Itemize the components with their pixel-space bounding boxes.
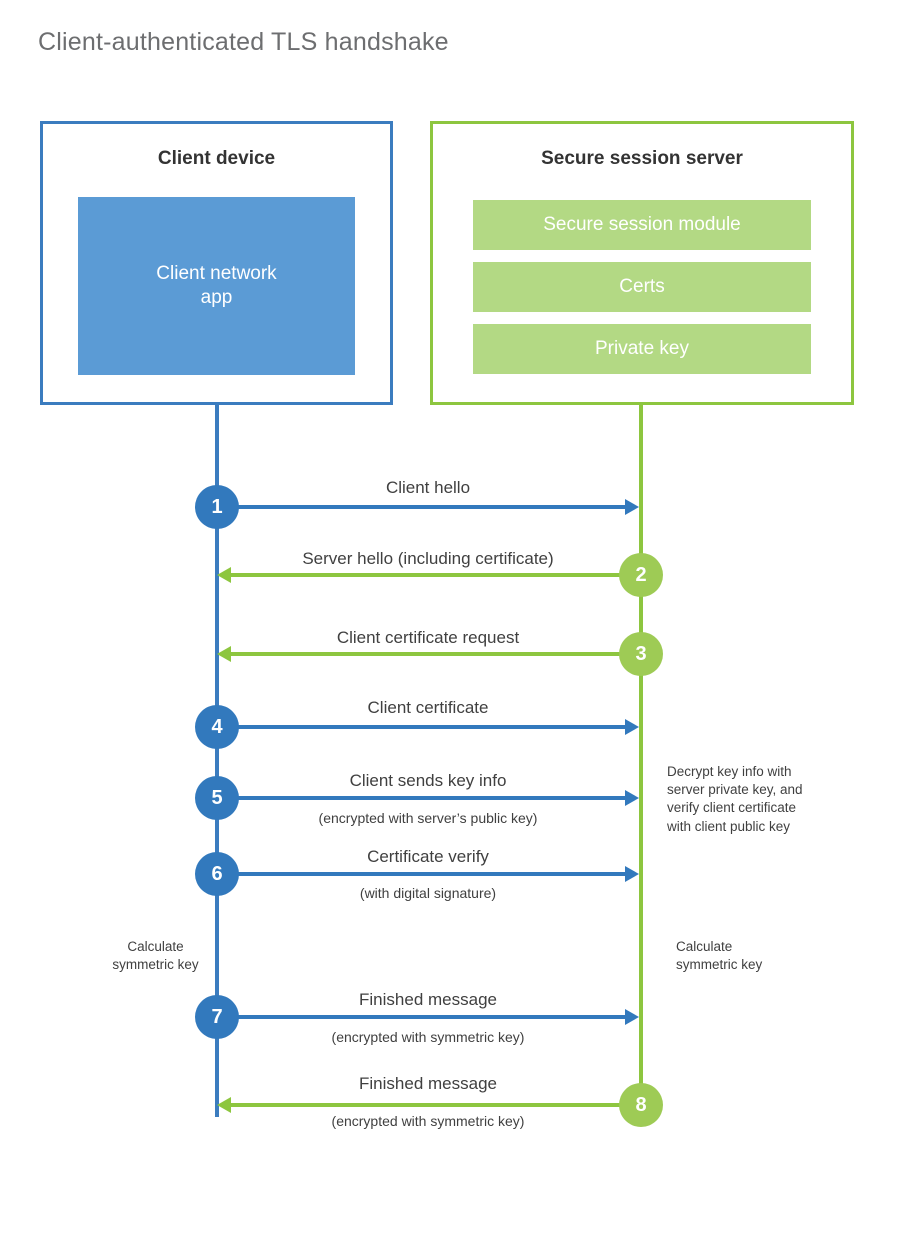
step-8-circle[interactable]: 8 — [619, 1083, 663, 1127]
client-device-box: Client device Client network app — [40, 121, 393, 405]
server-module-private-key: Private key — [473, 324, 811, 374]
step-3-label: Client certificate request — [336, 628, 520, 647]
step-3-arrow — [217, 646, 639, 662]
step-6-arrow — [217, 866, 639, 882]
server-decrypt-annotation: Decrypt key info with server private key… — [667, 764, 803, 834]
server-module-list: Secure session module Certs Private key — [473, 200, 811, 374]
step-1-label: Client hello — [385, 478, 471, 497]
step-8-arrow — [217, 1097, 639, 1113]
step-3-circle[interactable]: 3 — [619, 632, 663, 676]
step-4-label: Client certificate — [367, 698, 489, 717]
server-module-certs: Certs — [473, 262, 811, 312]
client-lifeline — [215, 404, 219, 1117]
step-7-label: Finished message — [359, 990, 497, 1009]
step-6-sublabel: (with digital signature) — [359, 885, 497, 901]
step-2-circle[interactable]: 2 — [619, 553, 663, 597]
client-calculate-symmetric-key-annotation: Calculate symmetric key — [112, 939, 199, 973]
step-5-arrow — [217, 790, 639, 806]
step-1-arrow — [217, 499, 639, 515]
client-device-title: Client device — [157, 148, 276, 169]
step-7-sublabel: (encrypted with symmetric key) — [331, 1029, 525, 1045]
step-5-sublabel: (encrypted with server’s public key) — [318, 810, 538, 826]
client-network-app-box: Client network app — [78, 197, 355, 375]
step-4-circle[interactable]: 4 — [195, 705, 239, 749]
step-2-arrow — [217, 567, 639, 583]
step-2-label: Server hello (including certificate) — [302, 549, 554, 568]
client-network-app-label: Client network app — [156, 262, 277, 308]
step-1-circle[interactable]: 1 — [195, 485, 239, 529]
server-module-secure-session-module: Secure session module — [473, 200, 811, 250]
step-7-circle[interactable]: 7 — [195, 995, 239, 1039]
server-lifeline — [639, 404, 643, 1106]
step-6-circle[interactable]: 6 — [195, 852, 239, 896]
step-6-label: Certificate verify — [367, 847, 489, 866]
secure-session-server-title: Secure session server — [541, 148, 743, 169]
secure-session-server-box: Secure session server Secure session mod… — [430, 121, 854, 405]
step-8-label: Finished message — [359, 1074, 497, 1093]
page-title: Client-authenticated TLS handshake — [38, 28, 449, 56]
step-5-circle[interactable]: 5 — [195, 776, 239, 820]
step-8-sublabel: (encrypted with symmetric key) — [331, 1113, 525, 1129]
server-calculate-symmetric-key-annotation: Calculate symmetric key — [676, 939, 763, 973]
step-7-arrow — [217, 1009, 639, 1025]
step-5-label: Client sends key info — [349, 771, 507, 790]
step-4-arrow — [217, 719, 639, 735]
